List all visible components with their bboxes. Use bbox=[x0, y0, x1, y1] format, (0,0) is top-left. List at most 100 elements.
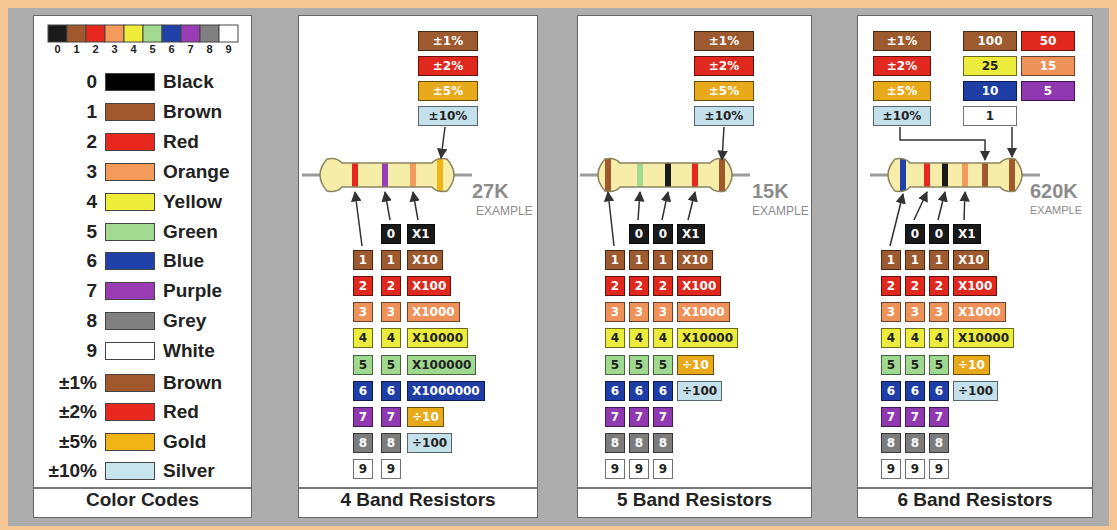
color-chip: 5 bbox=[653, 355, 673, 375]
color-chip: 7 bbox=[881, 407, 901, 427]
chip-label: X100000 bbox=[412, 358, 471, 372]
code-value: 7 bbox=[86, 280, 97, 302]
chip-label: 8 bbox=[387, 436, 395, 450]
chip-label: 6 bbox=[387, 384, 395, 398]
chip-label: 5 bbox=[611, 358, 619, 372]
code-value: 8 bbox=[86, 310, 97, 332]
color-chip: 5 bbox=[381, 355, 401, 375]
color-chip: X100 bbox=[677, 276, 721, 296]
chip-label: 6 bbox=[611, 384, 619, 398]
digit-label: 6 bbox=[168, 43, 174, 56]
chip-label: 2 bbox=[911, 279, 919, 293]
color-chip: 3 bbox=[605, 302, 625, 322]
code-value: 2 bbox=[86, 131, 97, 153]
color-name: Brown bbox=[163, 372, 222, 394]
color-name: Black bbox=[163, 71, 214, 93]
chip-label: 6 bbox=[659, 384, 667, 398]
chip-label: 8 bbox=[935, 436, 943, 450]
chip-label: 1 bbox=[986, 109, 994, 123]
chip-label: X10000 bbox=[958, 331, 1009, 345]
color-chip: ÷100 bbox=[407, 433, 452, 453]
chip-label: 6 bbox=[935, 384, 943, 398]
color-chip: X1 bbox=[407, 224, 435, 244]
color-chip: ÷100 bbox=[953, 381, 998, 401]
color-chip: 5 bbox=[605, 355, 625, 375]
chip-label: ±2% bbox=[433, 59, 463, 73]
color-chip: 1 bbox=[881, 250, 901, 270]
chip-label: ±10% bbox=[883, 109, 922, 123]
chip-label: 100 bbox=[977, 34, 1002, 48]
chip-label: 5 bbox=[935, 358, 943, 372]
legend-swatch bbox=[105, 282, 155, 300]
chip-label: 3 bbox=[935, 305, 943, 319]
color-chip: 8 bbox=[881, 433, 901, 453]
color-name: Orange bbox=[163, 161, 230, 183]
chip-label: 4 bbox=[887, 331, 895, 345]
leader-line bbox=[355, 127, 1012, 246]
chip-label: 7 bbox=[611, 410, 619, 424]
legend-swatch bbox=[105, 133, 155, 151]
chip-label: X10 bbox=[958, 253, 984, 267]
chip-label: ±1% bbox=[433, 34, 463, 48]
legend-swatch bbox=[105, 103, 155, 121]
chip-label: X1000 bbox=[958, 305, 1001, 319]
color-chip: 8 bbox=[905, 433, 925, 453]
chip-label: 2 bbox=[935, 279, 943, 293]
chip-label: 2 bbox=[659, 279, 667, 293]
digit-label: 7 bbox=[187, 43, 193, 56]
legend-swatch bbox=[105, 374, 155, 392]
chip-label: 3 bbox=[911, 305, 919, 319]
chip-label: ±10% bbox=[705, 109, 744, 123]
chip-label: ÷100 bbox=[958, 384, 993, 398]
chip-label: 4 bbox=[611, 331, 619, 345]
color-chip: 25 bbox=[963, 56, 1017, 76]
color-chip: X1 bbox=[677, 224, 705, 244]
legend-swatch bbox=[105, 252, 155, 270]
chip-label: 4 bbox=[911, 331, 919, 345]
chip-label: ÷10 bbox=[958, 358, 985, 372]
chip-label: ±5% bbox=[709, 84, 739, 98]
color-chip: 1 bbox=[905, 250, 925, 270]
chip-label: 10 bbox=[982, 84, 999, 98]
digit-label: 1 bbox=[73, 43, 79, 56]
color-chip: 15 bbox=[1021, 56, 1075, 76]
color-chip: 9 bbox=[881, 459, 901, 479]
example-note: EXAMPLE bbox=[752, 204, 809, 218]
color-name: Blue bbox=[163, 250, 204, 272]
legend-swatch bbox=[105, 342, 155, 360]
color-chip: X1000 bbox=[953, 302, 1006, 322]
color-chip: 4 bbox=[353, 328, 373, 348]
chip-label: 9 bbox=[935, 462, 943, 476]
chip-label: 3 bbox=[635, 305, 643, 319]
chip-label: 1 bbox=[911, 253, 919, 267]
code-value: ±10% bbox=[49, 460, 97, 482]
color-chip: X10 bbox=[677, 250, 713, 270]
chip-label: 9 bbox=[359, 462, 367, 476]
code-value: 1 bbox=[86, 101, 97, 123]
color-chip: 7 bbox=[929, 407, 949, 427]
color-name: Red bbox=[163, 131, 199, 153]
chip-label: 5 bbox=[387, 358, 395, 372]
example-note: EXAMPLE bbox=[1030, 204, 1082, 217]
chip-label: X100 bbox=[412, 279, 446, 293]
color-chip: 7 bbox=[605, 407, 625, 427]
legend-swatch bbox=[105, 312, 155, 330]
color-chip: ±1% bbox=[418, 31, 478, 51]
chip-label: 7 bbox=[635, 410, 643, 424]
panel-title: 6 Band Resistors bbox=[858, 487, 1092, 517]
code-value: 5 bbox=[86, 221, 97, 243]
color-chip: 1 bbox=[605, 250, 625, 270]
chip-label: ±10% bbox=[429, 109, 468, 123]
chip-label: 8 bbox=[887, 436, 895, 450]
color-chip: ±2% bbox=[418, 56, 478, 76]
chip-label: ±2% bbox=[887, 59, 917, 73]
digit-label: 3 bbox=[111, 43, 117, 56]
color-name: Gold bbox=[163, 431, 206, 453]
chip-label: 7 bbox=[387, 410, 395, 424]
color-chip: 7 bbox=[653, 407, 673, 427]
code-value: 0 bbox=[86, 71, 97, 93]
color-chip: 4 bbox=[381, 328, 401, 348]
chip-label: X10 bbox=[412, 253, 438, 267]
color-chip: X1000000 bbox=[407, 381, 485, 401]
color-chip: 8 bbox=[929, 433, 949, 453]
